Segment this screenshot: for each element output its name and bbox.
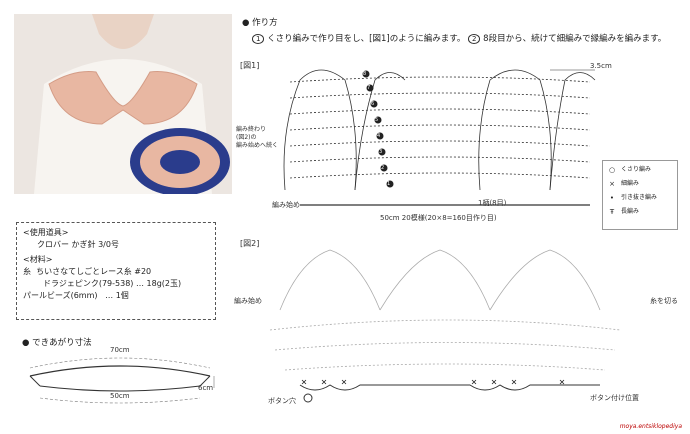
tools-title: <使用道具> <box>23 228 69 237</box>
finish-diagram <box>29 357 215 404</box>
fig2-diagram <box>269 249 621 403</box>
row-number-1: 1 <box>387 181 391 187</box>
finish-inner: 50cm <box>110 392 130 400</box>
bead-row: パールビーズ(6mm) … 1個 <box>23 291 129 300</box>
tools-line: クロバー かぎ針 3/0号 <box>37 240 119 249</box>
collar-photo <box>14 14 232 194</box>
source-watermark: moya.entsiklopediya <box>619 423 682 430</box>
fig2-cut-label: 糸を切る <box>650 297 678 305</box>
step2-text: 2 8段目から、続けて細編みで縁編みを編みます。 <box>468 32 666 44</box>
row-number-7: 7 <box>367 85 371 91</box>
fig2-button-pos: ボタン付け位置 <box>590 394 639 402</box>
fig1-start-label: 編み始め <box>272 201 300 209</box>
finish-depth: 6cm <box>198 384 214 392</box>
step1-num: 1 <box>252 34 265 44</box>
fig2-label: [図2] <box>240 239 260 248</box>
row-number-2: 2 <box>381 165 385 171</box>
fig1-row-label: 1柄(8目) <box>478 199 507 207</box>
legend-item: ×細編み <box>609 180 640 188</box>
material-title: <材料> <box>23 255 53 264</box>
fig1-diagram <box>283 69 596 206</box>
row-number-5: 5 <box>375 117 379 123</box>
fig1-base-label: 50cm 20模様(20×8=160目作り目) <box>380 214 497 222</box>
step2-num: 2 <box>468 34 481 44</box>
row-number-3: 3 <box>379 149 383 155</box>
row-number-4: 4 <box>377 133 381 139</box>
fig2-button-hole: ボタン穴 <box>268 397 296 405</box>
legend-item: •引き抜き編み <box>609 194 658 202</box>
row-number-6: 6 <box>371 101 375 107</box>
howto-title: ● 作り方 <box>242 18 278 28</box>
fig2-start-label: 編み始め <box>234 297 262 305</box>
legend-item: ○くさり編み <box>608 166 652 174</box>
fig1-label: [図1] <box>240 61 260 70</box>
yarn-row: 糸 ちいさなてしごとレース糸 #20 <box>23 267 152 276</box>
yarn-color-row: ドラジェピンク(79-538) … 18g(2玉) <box>43 279 182 288</box>
finish-title: ● できあがり寸法 <box>22 338 92 348</box>
fig1-width-mark: 3.5cm <box>590 62 612 70</box>
finish-outer: 70cm <box>110 346 130 354</box>
step1-text: 1 くさり編みで作り目をし、[図1]のように編みます。 <box>252 32 465 44</box>
row-number-8: 8 <box>363 71 367 77</box>
tools-box: <使用道具> クロバー かぎ針 3/0号 <材料> 糸 ちいさなてしごとレース糸… <box>16 222 216 320</box>
fig1-left-note: 編み終わり (図2)の 編み始めへ続く <box>236 126 279 149</box>
